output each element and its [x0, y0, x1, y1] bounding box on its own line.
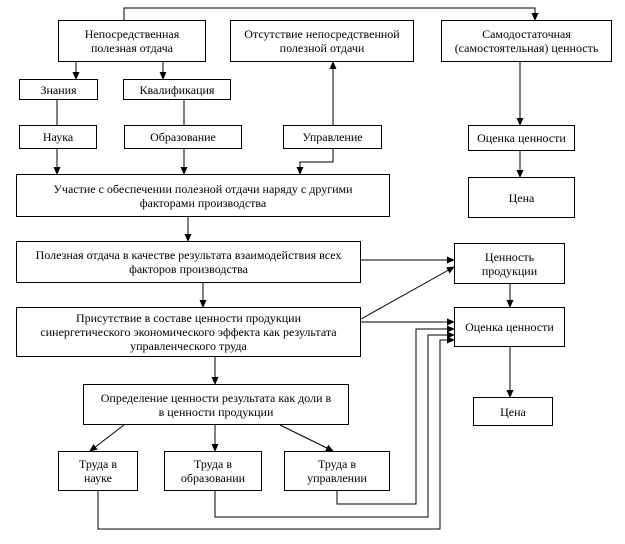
- connector-share-to-labor-science: [89, 424, 125, 452]
- node-value-assessment-bottom: Оценка ценности: [454, 307, 565, 347]
- connector-labor-education-to-assessment: [214, 331, 455, 518]
- node-price-top: Цена: [468, 177, 575, 218]
- node-knowledge: Знания: [19, 79, 98, 100]
- node-value-assessment-top: Оценка ценности: [468, 125, 575, 151]
- node-management: Управление: [283, 125, 382, 149]
- node-participation: Участие с обеспечении полезной отдачи на…: [16, 174, 390, 217]
- connector-labor-management-to-assessment: [336, 325, 455, 505]
- connector-management-to-participation: [296, 149, 334, 175]
- node-synergy: Присутствие в составе ценности продукции…: [16, 307, 361, 357]
- node-share-value: Определение ценности результата как доли…: [83, 384, 349, 425]
- node-price-bottom: Цена: [473, 397, 553, 426]
- connector-direct-to-selfvalue: [123, 7, 539, 21]
- node-product-value: Ценность продукции: [454, 243, 565, 284]
- node-interaction-result: Полезная отдача в качестве результата вз…: [16, 241, 361, 283]
- node-self-sufficient-value: Самодостаточная (самостоятельная) ценнос…: [441, 20, 612, 62]
- node-labor-management: Труда в управлении: [284, 451, 390, 491]
- connector-labor-science-to-assessment: [97, 336, 455, 530]
- node-qualification: Квалификация: [123, 79, 231, 100]
- node-no-direct-return: Отсутствие непосредственной полезной отд…: [230, 20, 414, 62]
- connector-share-to-labor-management: [279, 424, 334, 452]
- node-education: Образование: [124, 125, 242, 149]
- node-labor-science: Труда в науке: [58, 451, 138, 491]
- connector-synergy-to-productvalue: [360, 266, 455, 320]
- node-science: Наука: [19, 125, 97, 149]
- node-labor-education: Труда в образовании: [164, 451, 262, 491]
- node-direct-return: Непосредственная полезная отдача: [58, 20, 206, 62]
